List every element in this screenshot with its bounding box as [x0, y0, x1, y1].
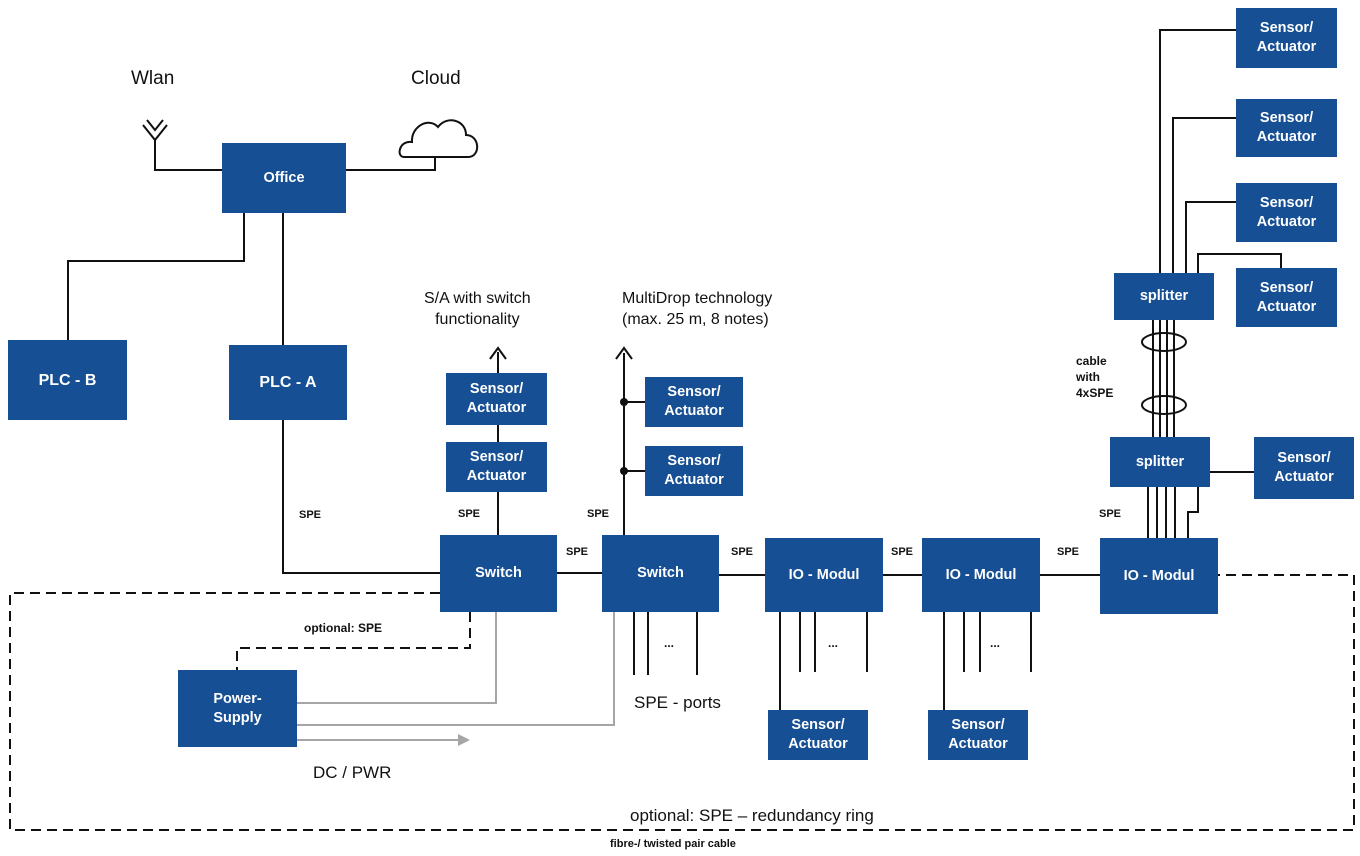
cloud-link — [346, 157, 436, 171]
plc-a-node: PLC - A — [229, 345, 347, 420]
spe-ports-label: SPE - ports — [634, 693, 721, 712]
redundancy-ring-label: optional: SPE – redundancy ring — [630, 806, 874, 825]
spe-label: SPE — [458, 508, 481, 520]
sensor-actuator-node: Sensor/ Actuator — [1236, 8, 1337, 68]
sensor-actuator-node: Sensor/ Actuator — [446, 373, 547, 425]
spe-label: SPE — [891, 546, 914, 558]
sensor-actuator-node: Sensor/ Actuator — [1236, 268, 1337, 327]
sensor-actuator-node: Sensor/ Actuator — [1236, 183, 1337, 242]
splitter-node: splitter — [1114, 273, 1214, 320]
spe-label: SPE — [1099, 508, 1122, 520]
switch-node: Switch — [602, 535, 719, 612]
wlan-label: Wlan — [131, 68, 175, 89]
antenna-icon — [142, 124, 168, 142]
power-supply-node: Power- Supply — [178, 670, 297, 747]
spe-label: SPE — [566, 546, 589, 558]
redundancy-ring — [9, 574, 1355, 831]
cloud-label: Cloud — [411, 68, 461, 89]
ellipsis-label: ... — [664, 636, 675, 650]
power-line — [297, 612, 615, 726]
spe-label: SPE — [731, 546, 754, 558]
cable-bundle-ring — [1141, 395, 1187, 415]
spe-label: SPE — [299, 509, 322, 521]
spe-label: SPE — [1057, 546, 1080, 558]
cable-bundle-ring — [1141, 332, 1187, 352]
io-modul-node: IO - Modul — [765, 538, 883, 612]
cable-4xspe-label: cable with 4xSPE — [1076, 354, 1114, 400]
sensor-actuator-node: Sensor/ Actuator — [645, 377, 743, 427]
sensor-actuator-node: Sensor/ Actuator — [446, 442, 547, 492]
wlan-link — [154, 140, 222, 171]
ellipsis-label: ... — [990, 636, 1001, 650]
dc-pwr-label: DC / PWR — [313, 763, 392, 782]
office-node: Office — [222, 143, 346, 213]
fibre-cable-label: fibre-/ twisted pair cable — [610, 838, 736, 850]
sensor-actuator-node: Sensor/ Actuator — [645, 446, 743, 496]
plc-b-node: PLC - B — [8, 340, 127, 420]
switch-node: Switch — [440, 535, 557, 612]
plc-b-link — [67, 213, 245, 340]
sensor-actuator-node: Sensor/ Actuator — [928, 710, 1028, 760]
io-modul-node: IO - Modul — [1100, 538, 1218, 614]
sensor-actuator-node: Sensor/ Actuator — [1236, 99, 1337, 157]
cloud-icon — [398, 119, 479, 158]
sensor-actuator-node: Sensor/ Actuator — [1254, 437, 1354, 499]
multidrop-label: MultiDrop technology (max. 25 m, 8 notes… — [622, 290, 773, 328]
power-line — [297, 612, 497, 704]
sensor-actuator-node: Sensor/ Actuator — [768, 710, 868, 760]
spe-label: SPE — [587, 508, 610, 520]
io-modul-node: IO - Modul — [922, 538, 1040, 612]
optional-spe-label: optional: SPE — [304, 621, 382, 635]
ellipsis-label: ... — [828, 636, 839, 650]
splitter-node: splitter — [1110, 437, 1210, 487]
optional-spe-link — [236, 612, 471, 670]
plc-a-switch-link — [282, 420, 440, 574]
sa-switch-label: S/A with switch functionality — [424, 290, 531, 328]
